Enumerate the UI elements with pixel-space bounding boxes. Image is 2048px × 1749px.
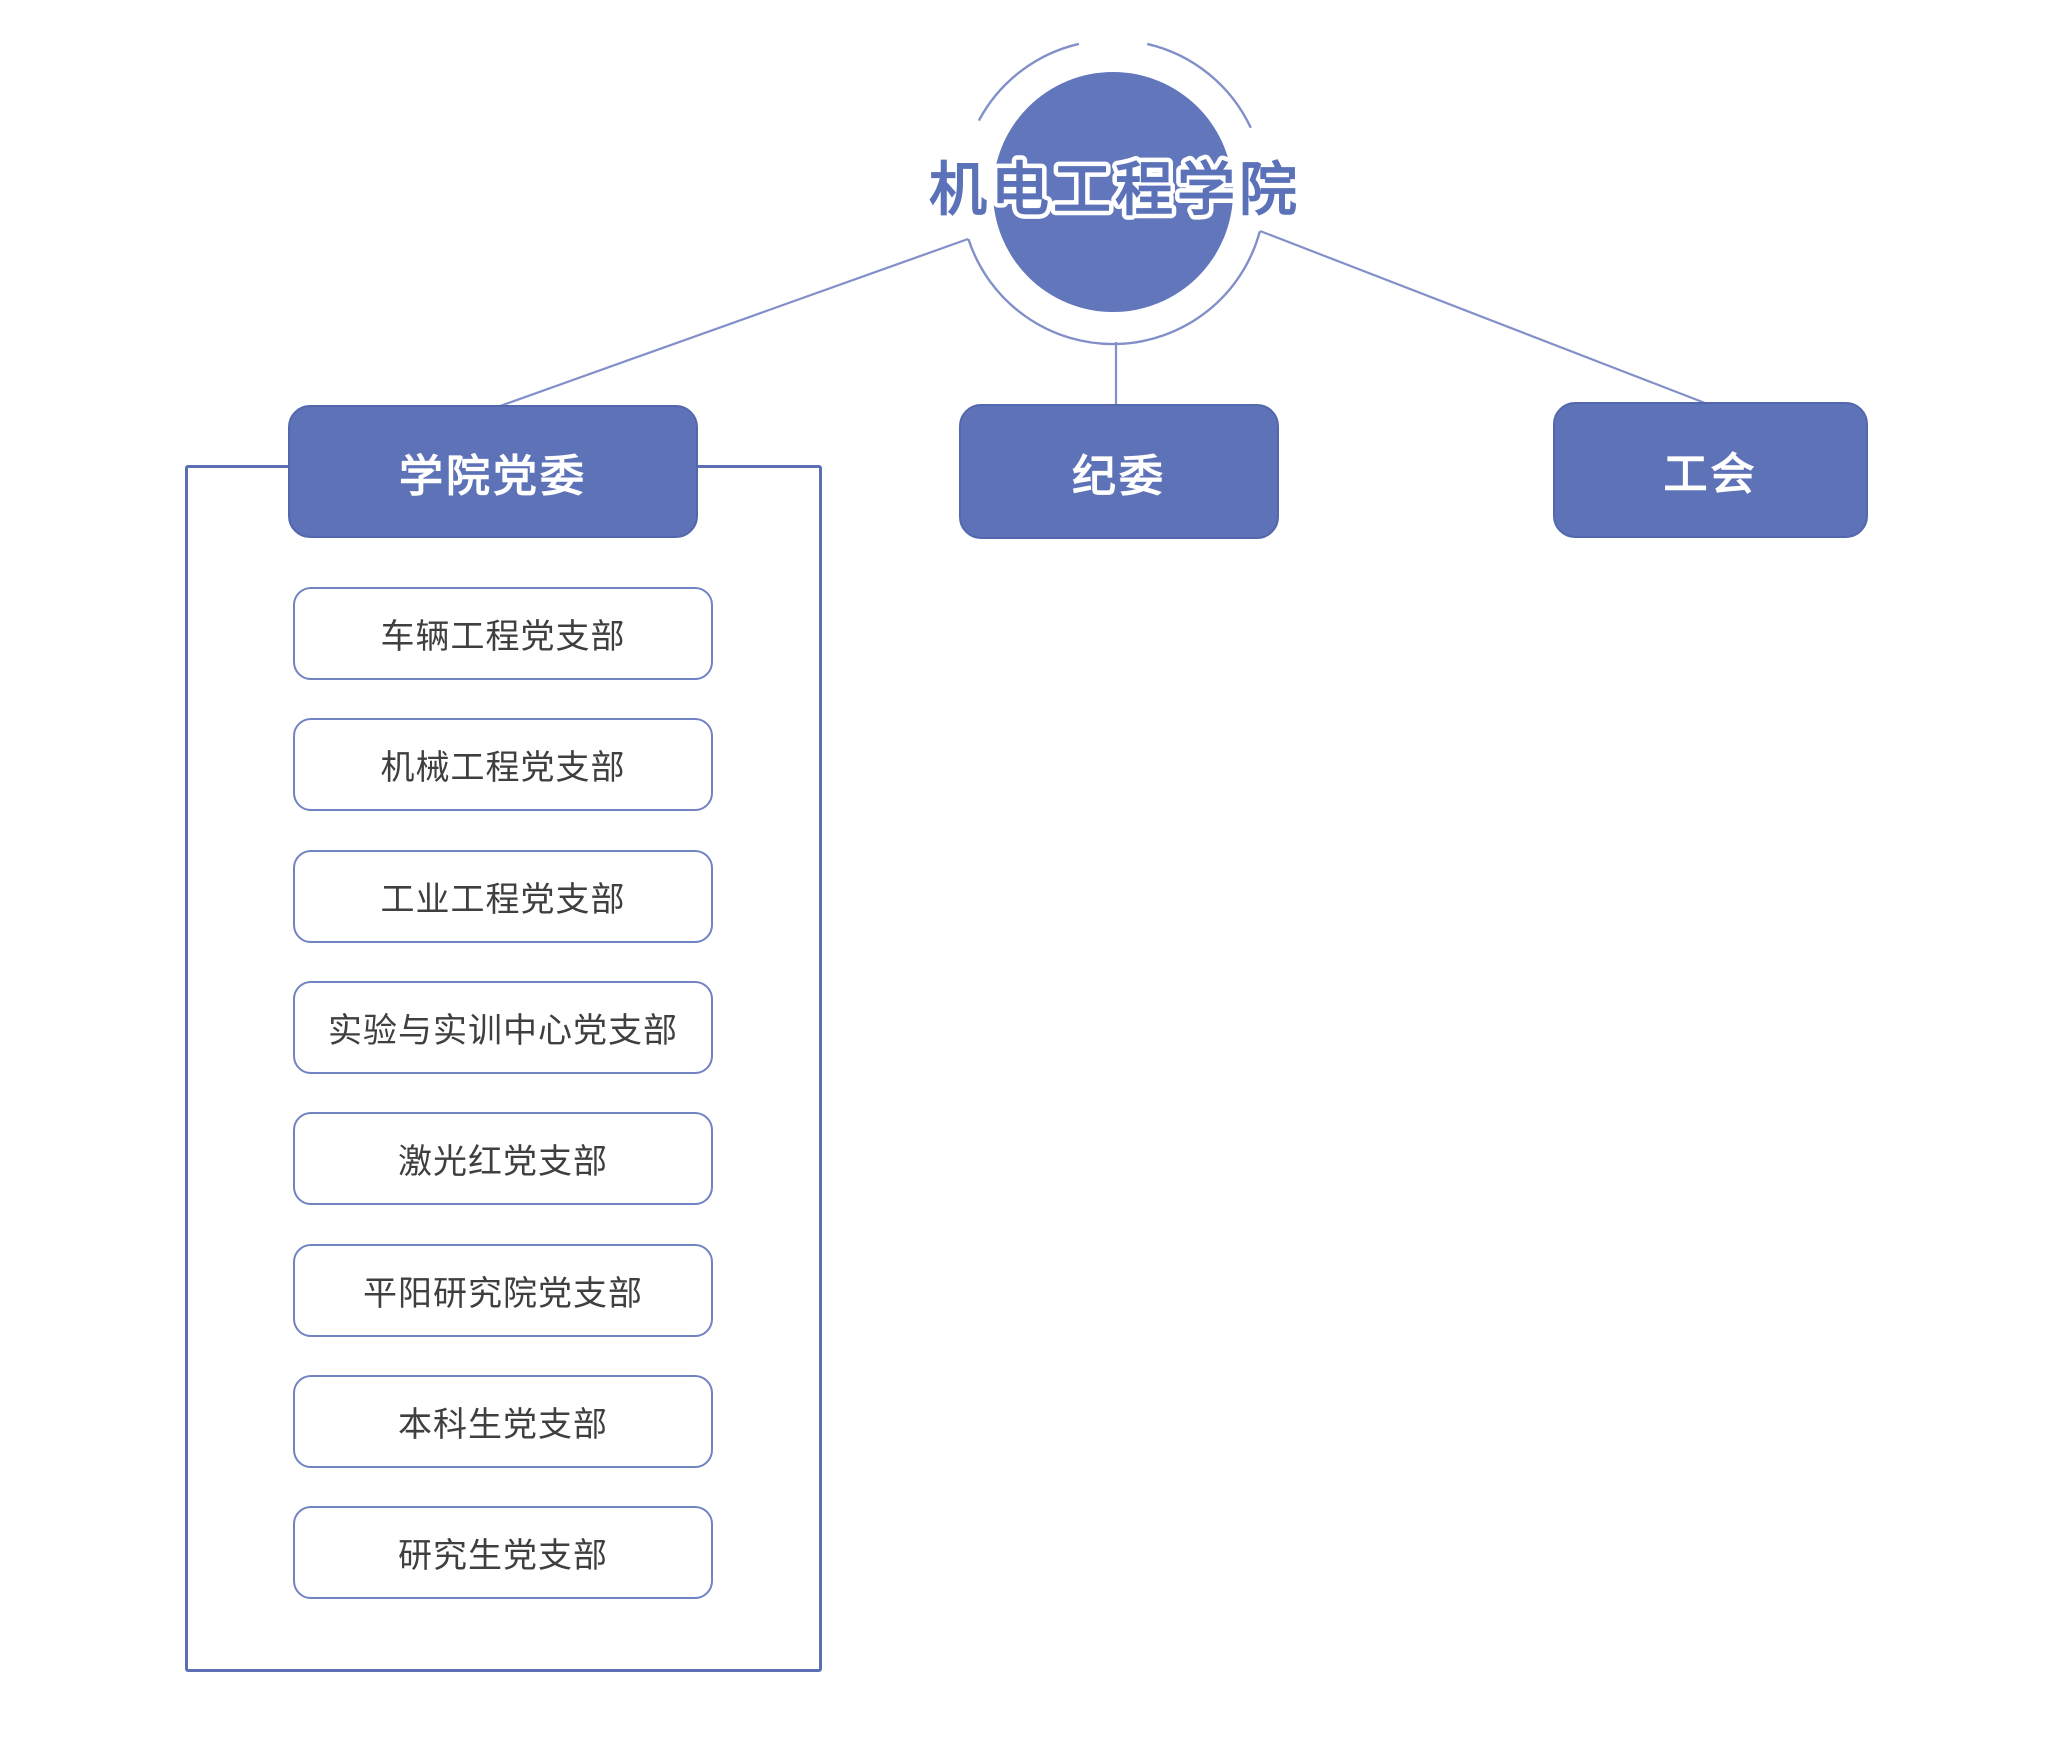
node-party-branch-pingyang-institute: 平阳研究院党支部: [293, 1244, 713, 1337]
root-node-title: 机电工程学院: [929, 158, 1301, 223]
node-party-committee: 学院党委: [288, 405, 698, 538]
node-party-branch-vehicle-engineering: 车辆工程党支部: [293, 587, 713, 680]
root-node-circle: [993, 72, 1233, 312]
node-party-branch-lab-training-center: 实验与实训中心党支部: [293, 981, 713, 1074]
node-party-branch-industrial-engineering: 工业工程党支部: [293, 850, 713, 943]
node-discipline-committee: 纪委: [959, 404, 1279, 539]
node-party-branch-mechanical-engineering: 机械工程党支部: [293, 718, 713, 811]
node-labor-union: 工会: [1553, 402, 1868, 538]
connector-root-to-labor-union: [1259, 229, 1706, 405]
root-ring-arc-top-left: [977, 42, 1080, 122]
connector-root-to-party-committee: [499, 237, 969, 408]
root-ring-arc-top-right: [1146, 42, 1252, 129]
root-ring-arc-bottom: [967, 230, 1261, 346]
node-party-branch-undergraduate: 本科生党支部: [293, 1375, 713, 1468]
node-party-branch-laser-red: 激光红党支部: [293, 1112, 713, 1205]
node-party-branch-graduate: 研究生党支部: [293, 1506, 713, 1599]
